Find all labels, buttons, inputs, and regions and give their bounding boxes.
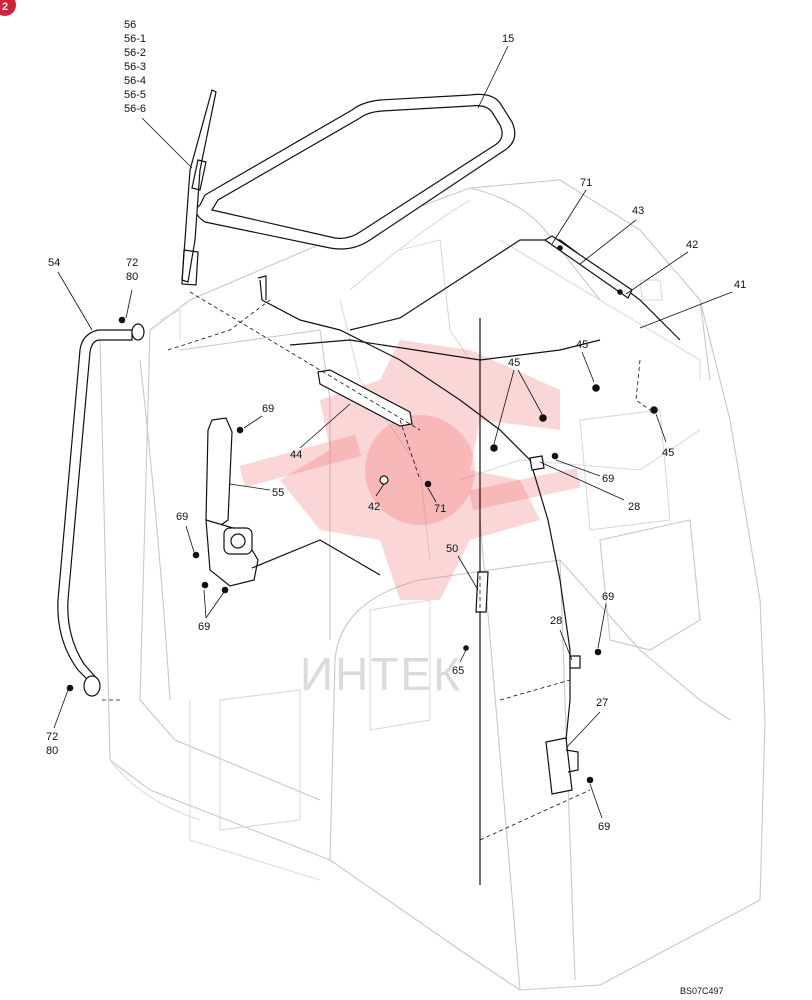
top-cover-strip bbox=[543, 235, 633, 299]
assembly-dashed-lines bbox=[100, 291, 651, 880]
label-41: 41 bbox=[734, 279, 746, 291]
label-56: 56 bbox=[124, 19, 136, 31]
washer-hose bbox=[257, 239, 681, 741]
label-69-b: 69 bbox=[176, 511, 188, 523]
wiper-motor-assembly bbox=[192, 417, 259, 594]
watermark-text: ИНТЕК bbox=[300, 648, 462, 700]
part-labels: 56 56-1 56-2 56-3 56-4 56-5 56-6 15 71 4… bbox=[46, 19, 746, 996]
label-43: 43 bbox=[632, 205, 644, 217]
label-56-2: 56-2 bbox=[124, 47, 146, 59]
label-42-mid: 42 bbox=[368, 501, 380, 513]
label-71-top: 71 bbox=[580, 177, 592, 189]
label-69-d: 69 bbox=[602, 473, 614, 485]
label-45-a: 45 bbox=[508, 357, 520, 369]
label-28-b: 28 bbox=[550, 615, 562, 627]
drawing-code: BS07C497 bbox=[680, 986, 724, 996]
door-latch-assembly bbox=[529, 452, 602, 795]
label-69-a: 69 bbox=[262, 403, 274, 415]
label-69-f: 69 bbox=[598, 821, 610, 833]
watermark-gear-logo bbox=[239, 340, 581, 600]
label-44: 44 bbox=[290, 449, 302, 461]
label-45-c: 45 bbox=[662, 447, 674, 459]
label-55: 55 bbox=[272, 487, 284, 499]
label-27: 27 bbox=[596, 697, 608, 709]
leader-lines bbox=[53, 45, 733, 819]
label-69-c: 69 bbox=[198, 621, 210, 633]
label-42-top: 42 bbox=[686, 239, 698, 251]
label-65: 65 bbox=[452, 665, 464, 677]
label-56-1: 56-1 bbox=[124, 33, 146, 45]
page-badge: 2 bbox=[0, 0, 16, 16]
roof-window-seal bbox=[195, 93, 516, 250]
label-28-a: 28 bbox=[628, 501, 640, 513]
label-56-4: 56-4 bbox=[124, 75, 146, 87]
label-56-3: 56-3 bbox=[124, 61, 146, 73]
washer-rod bbox=[463, 318, 489, 885]
label-45-b: 45 bbox=[576, 339, 588, 351]
label-15: 15 bbox=[502, 33, 514, 45]
label-56-5: 56-5 bbox=[124, 89, 146, 101]
grab-handle bbox=[57, 316, 145, 697]
label-72-bot: 72 bbox=[46, 731, 58, 743]
label-69-e: 69 bbox=[602, 591, 614, 603]
label-80-bot: 80 bbox=[46, 745, 58, 757]
label-72-top: 72 bbox=[126, 257, 138, 269]
label-71-mid: 71 bbox=[434, 503, 446, 515]
label-54: 54 bbox=[48, 257, 60, 269]
label-50: 50 bbox=[446, 543, 458, 555]
label-56-6: 56-6 bbox=[124, 103, 146, 115]
label-80-top: 80 bbox=[126, 271, 138, 283]
upper-wiper-blade bbox=[181, 89, 217, 286]
